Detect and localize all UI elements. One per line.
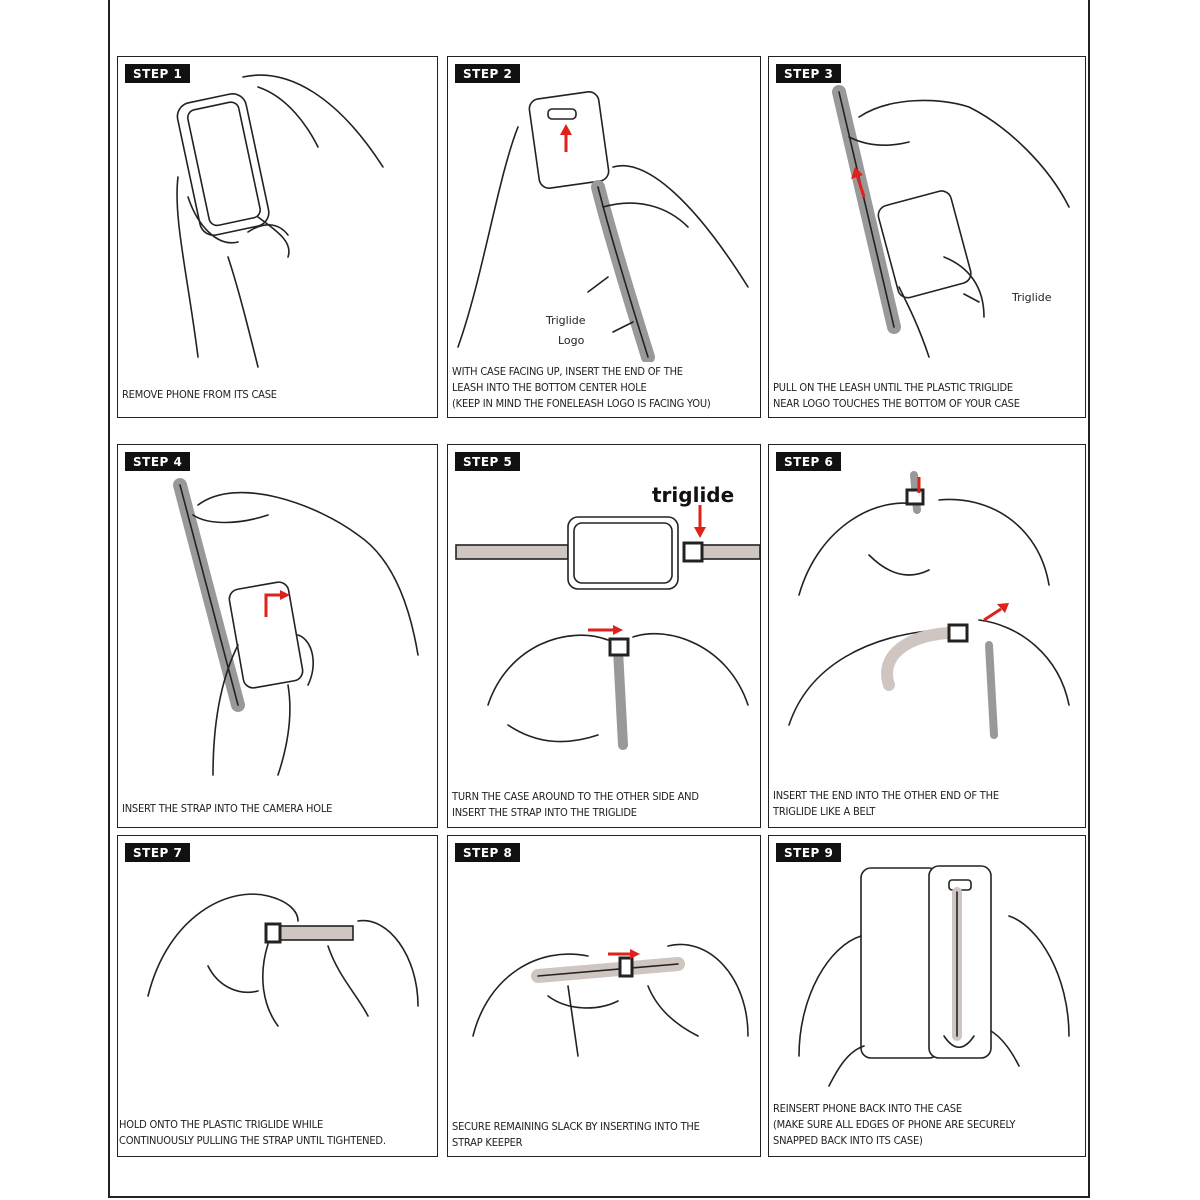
step-badge: STEP 1 [125, 64, 191, 83]
step-caption: PULL ON THE LEASH UNTIL THE PLASTIC TRIG… [773, 381, 1020, 410]
step-caption: WITH CASE FACING UP, INSERT THE END OF T… [452, 365, 711, 410]
step-caption: INSERT THE END INTO THE OTHER END OF THE… [773, 789, 999, 818]
step-4-panel: STEP 4 INSERT THE STRAP INTO THE CAMERA … [117, 444, 438, 828]
step-5-illustration [455, 505, 760, 750]
step-badge: STEP 5 [455, 452, 521, 471]
step-2-illustration [457, 91, 749, 362]
step-caption: REINSERT PHONE BACK INTO THE CASE (MAKE … [773, 1102, 1016, 1147]
triglide-label: Triglide [1012, 291, 1052, 304]
step-5-panel: STEP 5 triglide TURN THE CASE AROUND TO … [447, 444, 761, 828]
logo-label: Logo [558, 334, 585, 347]
step-4-illustration [173, 478, 419, 776]
step-7-illustration [147, 893, 419, 1027]
step-badge: STEP 8 [455, 843, 521, 862]
step-7-panel: STEP 7 HOLD ONTO THE PLASTIC TRIGLIDE WH… [117, 835, 438, 1157]
step-caption: SECURE REMAINING SLACK BY INSERTING INTO… [452, 1120, 700, 1149]
step-caption: HOLD ONTO THE PLASTIC TRIGLIDE WHILE CON… [119, 1118, 386, 1147]
step-badge: STEP 7 [125, 843, 191, 862]
step-badge: STEP 3 [776, 64, 842, 83]
step-caption: REMOVE PHONE FROM ITS CASE [122, 388, 277, 401]
step-badge: STEP 4 [125, 452, 191, 471]
step-9-panel: STEP 9 REINSERT PHONE BACK INTO THE CASE… [768, 835, 1086, 1157]
step-6-panel: STEP 6 INSERT THE END INTO THE OTHER END… [768, 444, 1086, 828]
step-badge: STEP 2 [455, 64, 521, 83]
step-caption: INSERT THE STRAP INTO THE CAMERA HOLE [122, 802, 333, 815]
step-badge: STEP 6 [776, 452, 842, 471]
triglide-label: Triglide [546, 314, 586, 327]
step-9-illustration [798, 865, 1070, 1087]
step-3-panel: STEP 3 Triglide PULL ON THE LEASH UNTIL … [768, 56, 1086, 418]
step-1-illustration [176, 74, 384, 368]
step-3-illustration [832, 85, 1070, 358]
step-badge: STEP 9 [776, 843, 842, 862]
step-caption: TURN THE CASE AROUND TO THE OTHER SIDE A… [452, 790, 699, 819]
step-6-illustration [788, 471, 1070, 739]
step-1-panel: STEP 1 REMOVE PHONE FROM ITS CASE [117, 56, 438, 418]
step-8-panel: STEP 8 SECURE REMAINING SLACK BY INSERTI… [447, 835, 761, 1157]
triglide-label: triglide [652, 483, 735, 507]
step-8-illustration [472, 943, 749, 1057]
step-2-panel: STEP 2 Triglide Logo WITH CASE FACING UP… [447, 56, 761, 418]
